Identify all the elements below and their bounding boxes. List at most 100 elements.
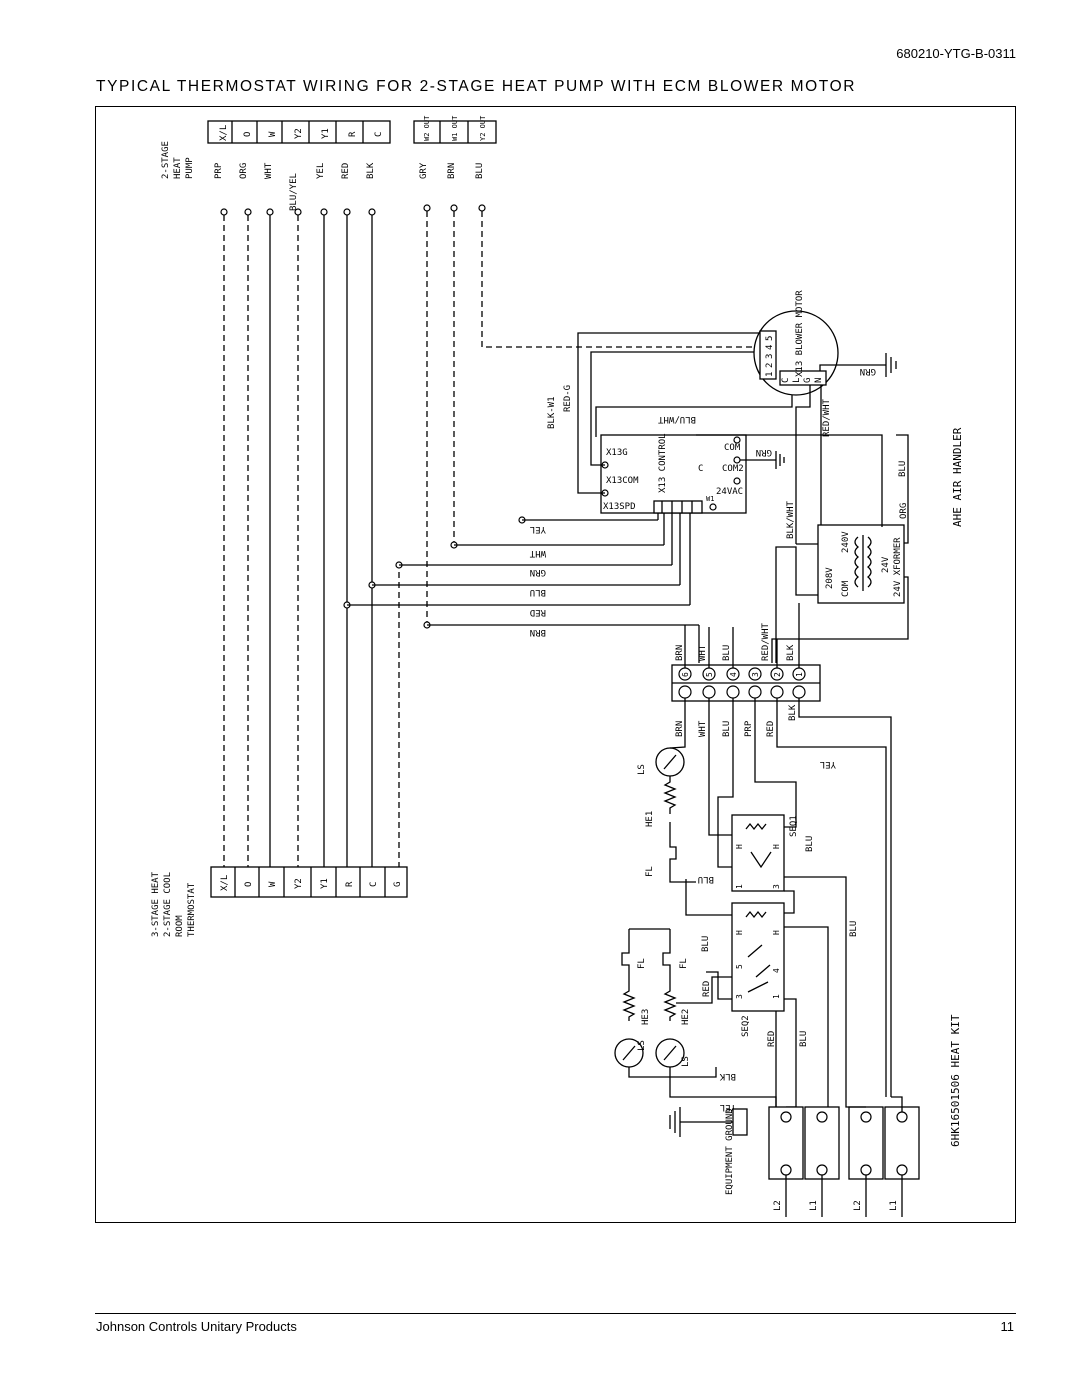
tstat-terminal-o: O [244,882,254,887]
hp-wire-brn: BRN [447,163,457,179]
wiring-diagram-svg: 2-STAGE HEAT PUMP X/L O W Y2 Y1 R C PRP … [151,115,964,1217]
ctrl-label-com2: COM2 [722,464,744,474]
heat-pump-title-2: HEAT [173,157,183,179]
svg-text:2: 2 [765,363,775,368]
tb-top-brn: BRN [675,645,685,661]
hk-wire-blu-3: BLU [849,921,859,937]
motor-wire-grn: GRN [860,366,876,376]
hp-wire-red: RED [341,163,351,179]
tb-top-blk: BLK [786,644,796,661]
field-wiring [223,211,773,867]
hp-terminal-o: O [243,132,253,137]
ctrl-wire-grn-ground: GRN [756,447,772,457]
svg-text:H: H [772,930,781,935]
hk-he3-label: HE3 [641,1009,651,1025]
hp-wire-blu: BLU [475,163,485,179]
tstat-terminal-w: W [268,881,278,887]
svg-text:1: 1 [735,884,744,889]
motor-pin-header [759,330,777,380]
terminal-block: 6 5 4 3 2 1 BRN WHT BLU RED/WHT BLK BRN … [671,603,821,737]
transformer: 208V 240V 24V COM 24V XFORMER ORG BLU BL… [696,427,964,663]
hp-terminal-r: R [348,131,358,137]
tstat-terminal-r: R [345,881,355,887]
xfmr-240v: 240V [841,531,851,553]
xfmr-wire-blu: BLU [898,461,908,477]
power-l1-a: L1 [809,1200,819,1211]
xfmr-208v: 208V [825,567,835,589]
motor-title: X13 BLOWER MOTOR [795,290,805,377]
thermostat-title-1: 3-STAGE HEAT [151,871,161,937]
tb-top-blu: BLU [722,645,732,661]
svg-text:3: 3 [772,884,781,889]
svg-text:H: H [772,844,781,849]
transformer-box [817,524,905,604]
document-code: 680210-YTG-B-0311 [896,46,1016,61]
control-wires: YEL WHT GRN BLU RED BRN [343,512,700,663]
ctrl-label-w1: W1 [706,495,714,503]
heat-pump-title-3: PUMP [185,157,195,179]
svg-text:3: 3 [765,354,775,359]
hp-out-w2: W2 OUT [423,115,431,141]
svg-text:4: 4 [772,968,781,973]
power-l2-b: L2 [853,1200,863,1211]
heat-kit: LS HE1 FL BLU H H 1 3 SEQ1 BLU YEL H H 5… [614,698,962,1217]
hp-wire-org: ORG [239,163,249,179]
xfmr-wire-blkwht: BLK/WHT [786,500,796,539]
hk-wire-yel-2: YEL [720,1102,736,1112]
tb-bot-prp: PRP [744,720,754,737]
heat-pump-title-1: 2-STAGE [161,141,171,179]
tb-top-redwht: RED/WHT [761,622,771,661]
hp-out-w1: W1 OUT [451,115,459,141]
hk-seq1-label: SEQ1 [789,815,799,837]
hp-wire-yel: YEL [316,163,326,179]
blower-motor: 1 2 3 4 5 C L G N X13 BLOWER MOTOR GRN R… [753,290,897,544]
hp-terminal-y1: Y1 [321,128,331,139]
hk-ls3-label: LS [681,1056,691,1067]
svg-text:1: 1 [772,994,781,999]
hk-he1-element [663,776,677,814]
xfmr-wire-org: ORG [899,503,909,519]
tstat-terminal-xl: X/L [220,875,230,891]
ctrl-label-com: COM [724,443,741,453]
hk-he2-label: HE2 [681,1009,691,1025]
power-l2-a: L2 [773,1200,783,1211]
hp-out-y2: Y2 OUT [479,115,487,141]
ctrl-wire-grn: GRN [530,567,546,577]
hk-wire-red-2: RED [767,1031,777,1047]
heat-pump-wire-dots [220,204,486,216]
thermostat-title-3: ROOM [175,915,185,937]
thermostat-title-4: THERMOSTAT [187,882,197,937]
svg-text:G: G [803,378,813,383]
heat-kit-seq2 [731,902,785,1012]
ctrl-label-x13spd: X13SPD [603,502,636,512]
hk-wire-blu-1: BLU [698,874,714,884]
hp-wire-blk: BLK [366,162,376,179]
svg-text:H: H [735,844,744,849]
svg-text:5: 5 [765,336,775,341]
svg-text:L: L [792,378,802,383]
air-handler-label: AHE AIR HANDLER [951,427,964,527]
svg-text:6: 6 [681,672,690,677]
hp-wire-gry: GRY [419,162,429,179]
hp-wire-bluyel: BLU/YEL [289,173,299,211]
equipment-ground-label: EQUIPMENT GROUND [725,1108,735,1195]
ctrl-wire-bluwht: BLU/WHT [657,414,696,424]
xfmr-24v: 24V [881,556,891,573]
hk-ls2-label: LS [637,1040,647,1051]
ctrl-label-x13g: X13G [606,448,628,458]
thermostat-terminal-strip [210,866,408,898]
equipment-ground-lug [732,1108,748,1136]
tb-bot-red: RED [766,721,776,737]
page-title: TYPICAL THERMOSTAT WIRING FOR 2-STAGE HE… [96,78,857,95]
ctrl-wire-yel: YEL [530,524,546,534]
hk-wire-blu-4: BLU [701,936,711,952]
hk-ls1-label: LS [637,764,647,775]
hp-wire-wht: WHT [264,162,274,179]
thermostat-block: 3-STAGE HEAT 2-STAGE COOL ROOM THERMOSTA… [151,866,408,937]
svg-text:N: N [814,378,824,383]
hk-fl1-label: FL [645,866,655,877]
heat-pump-terminal-strip [207,120,391,144]
motor-power-plug [779,370,827,386]
hk-fl2-label: FL [637,958,647,969]
tstat-terminal-c: C [369,882,379,887]
